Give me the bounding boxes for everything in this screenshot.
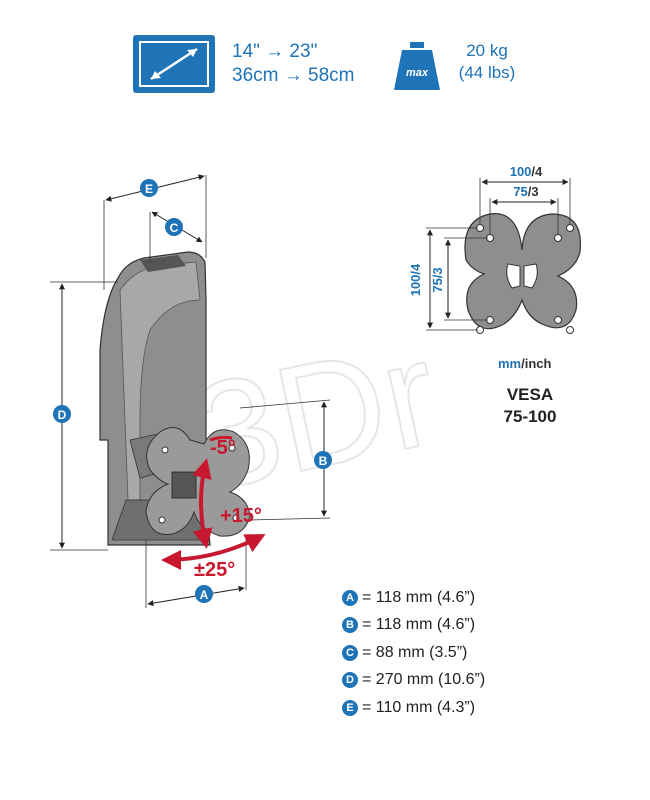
svg-text:D: D — [58, 408, 67, 422]
screen-size-inches: 14" → 23" — [232, 41, 318, 62]
vesa-pattern-diagram: 100/4 75/3 100/4 75/3 — [408, 164, 582, 334]
screen-size-icon — [133, 35, 215, 93]
legend-value: = 110 mm (4.3”) — [362, 698, 476, 716]
marker-a: A — [195, 585, 213, 603]
screen-size-range: 14" → 23" 36cm → 58cm — [232, 40, 354, 88]
vesa-title-line1: VESA — [506, 385, 554, 404]
vesa-left-outer: 100/4 — [408, 263, 423, 296]
svg-text:E: E — [145, 182, 153, 196]
legend-row-a: A= 118 mm (4.6”) — [342, 584, 485, 612]
swivel-angle: ±25° — [194, 559, 235, 581]
vesa-title: VESA 75-100 — [470, 384, 590, 428]
marker-c: C — [165, 218, 183, 236]
legend-value: = 270 mm (10.6”) — [362, 671, 486, 689]
legend-badge: E — [342, 699, 358, 716]
vesa-left-inner: 75/3 — [430, 267, 445, 292]
screen-size-cm: 36cm → 58cm — [232, 65, 355, 86]
weight-lbs: (44 lbs) — [458, 63, 516, 82]
legend-value: = 118 mm (4.6”) — [362, 588, 476, 606]
weight-icon: max — [394, 42, 440, 90]
vesa-title-line2: 75-100 — [503, 407, 557, 426]
vesa-top-outer: 100/4 — [510, 164, 543, 179]
legend-row-e: E= 110 mm (4.3”) — [342, 694, 485, 722]
swivel-arrow — [161, 534, 266, 570]
weight-icon-label: max — [406, 67, 429, 79]
vesa-plate-shape — [464, 213, 582, 330]
vesa-unit-label: mm/inch — [498, 356, 552, 371]
marker-e: E — [140, 179, 158, 197]
vesa-top-inner: 75/3 — [513, 184, 538, 199]
legend-row-b: B= 118 mm (4.6”) — [342, 612, 485, 640]
marker-d: D — [53, 405, 71, 423]
marker-b: B — [314, 451, 332, 469]
tilt-down-angle: +15° — [220, 505, 262, 527]
max-weight: 20 kg (44 lbs) — [455, 40, 519, 84]
dimension-legend: A= 118 mm (4.6”) B= 118 mm (4.6”) C= 88 … — [342, 584, 485, 722]
svg-text:C: C — [170, 221, 179, 235]
weight-kg: 20 kg — [466, 41, 508, 60]
svg-text:A: A — [200, 588, 209, 602]
tilt-up-angle: -5° — [210, 437, 236, 459]
legend-value: = 118 mm (4.6”) — [362, 616, 476, 634]
svg-text:B: B — [319, 454, 328, 468]
legend-value: = 88 mm (3.5”) — [362, 643, 468, 661]
legend-badge: D — [342, 672, 358, 689]
legend-row-c: C= 88 mm (3.5”) — [342, 639, 485, 667]
legend-badge: A — [342, 589, 358, 606]
legend-row-d: D= 270 mm (10.6”) — [342, 667, 485, 695]
legend-badge: B — [342, 617, 358, 634]
legend-badge: C — [342, 644, 358, 661]
